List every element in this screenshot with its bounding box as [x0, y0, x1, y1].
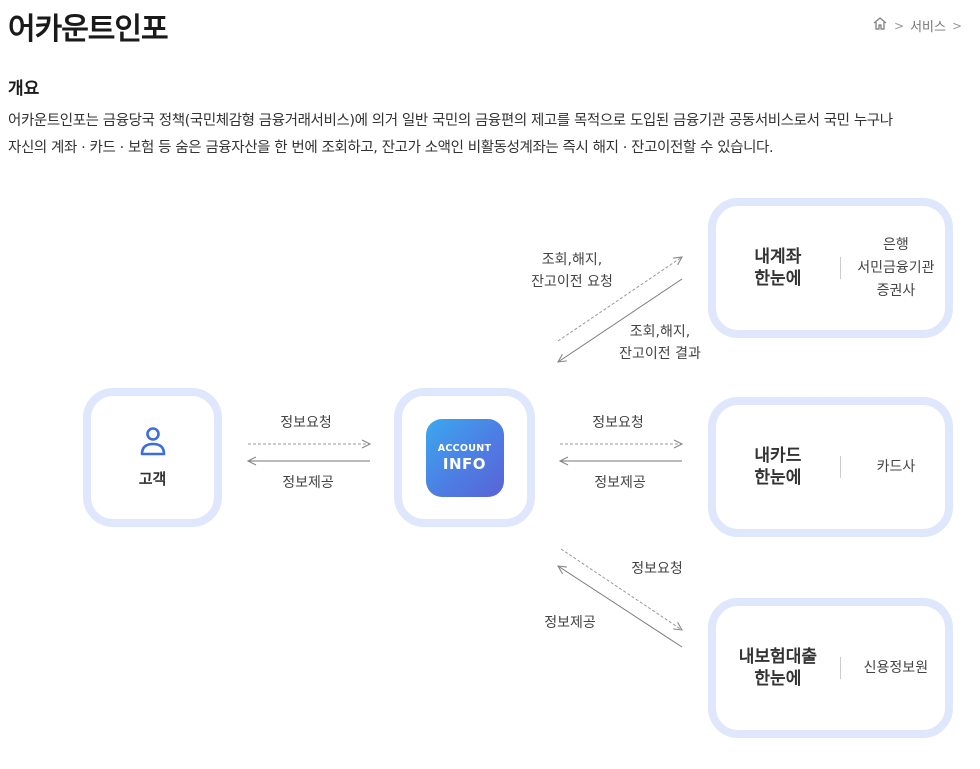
customer-request-label: 정보요청 [280, 415, 332, 431]
label-line: 조회,해지, [541, 252, 603, 268]
bank-title-line: 한눈에 [754, 269, 802, 289]
logo-line1: ACCOUNT [437, 442, 492, 454]
customer-label: 고객 [138, 470, 167, 488]
description-line: 어카운트인포는 금융당국 정책(국민체감형 금융거래서비스)에 의거 일반 국민… [8, 113, 893, 129]
insurance-title-line: 내보험대출 [738, 647, 817, 667]
bank-request-label: 조회,해지, 잔고이전 요청 [516, 249, 628, 293]
card-title: 내카드 한눈에 [716, 445, 840, 489]
label-line: 잔고이전 요청 [531, 274, 613, 290]
card-title-line: 한눈에 [754, 468, 802, 488]
customer-response-label: 정보제공 [282, 475, 334, 491]
home-icon[interactable] [872, 16, 888, 35]
person-icon [138, 426, 168, 462]
insurance-box: 내보험대출 한눈에 신용정보원 [708, 598, 953, 738]
bank-title-line: 내계좌 [754, 247, 802, 267]
overview-description: 어카운트인포는 금융당국 정책(국민체감형 금융거래서비스)에 의거 일반 국민… [8, 108, 968, 162]
label-line: 잔고이전 결과 [619, 346, 701, 362]
account-info-logo: ACCOUNT INFO [425, 418, 504, 497]
bank-title: 내계좌 한눈에 [716, 246, 840, 290]
org-item: 서민금융기관 [857, 259, 935, 276]
page-title: 어카운트인포 [8, 12, 169, 47]
insurance-orgs: 신용정보원 [847, 657, 945, 680]
insurance-response-label: 정보제공 [544, 615, 596, 631]
breadcrumb: > 서비스 > [872, 16, 962, 35]
divider [839, 257, 841, 279]
bank-response-label: 조회,해지, 잔고이전 결과 [604, 321, 716, 365]
breadcrumb-separator: > [894, 18, 905, 33]
org-item: 증권사 [876, 282, 916, 299]
divider [839, 657, 841, 679]
insurance-title: 내보험대출 한눈에 [716, 646, 840, 690]
org-item: 은행 [883, 236, 909, 253]
section-title: 개요 [8, 79, 40, 99]
divider [839, 456, 841, 478]
logo-line2: INFO [442, 454, 487, 473]
bank-box: 내계좌 한눈에 은행 서민금융기관 증권사 [708, 198, 953, 338]
account-info-box: ACCOUNT INFO [394, 388, 535, 527]
label-line: 조회,해지, [629, 324, 691, 340]
org-item: 카드사 [876, 458, 916, 475]
card-request-label: 정보요청 [592, 415, 644, 431]
card-response-label: 정보제공 [594, 475, 646, 491]
breadcrumb-separator: > [951, 18, 963, 33]
breadcrumb-item-service[interactable]: 서비스 [910, 20, 946, 35]
bank-orgs: 은행 서민금융기관 증권사 [847, 234, 945, 303]
card-title-line: 내카드 [754, 446, 802, 466]
insurance-request-label: 정보요청 [631, 561, 683, 577]
org-item: 신용정보원 [863, 659, 929, 676]
insurance-title-line: 한눈에 [754, 669, 802, 689]
card-orgs: 카드사 [847, 456, 945, 479]
description-line: 자신의 계좌 · 카드 · 보험 등 숨은 금융자산을 한 번에 조회하고, 잔… [8, 140, 774, 156]
card-box: 내카드 한눈에 카드사 [708, 397, 953, 537]
customer-box: 고객 [83, 388, 222, 527]
